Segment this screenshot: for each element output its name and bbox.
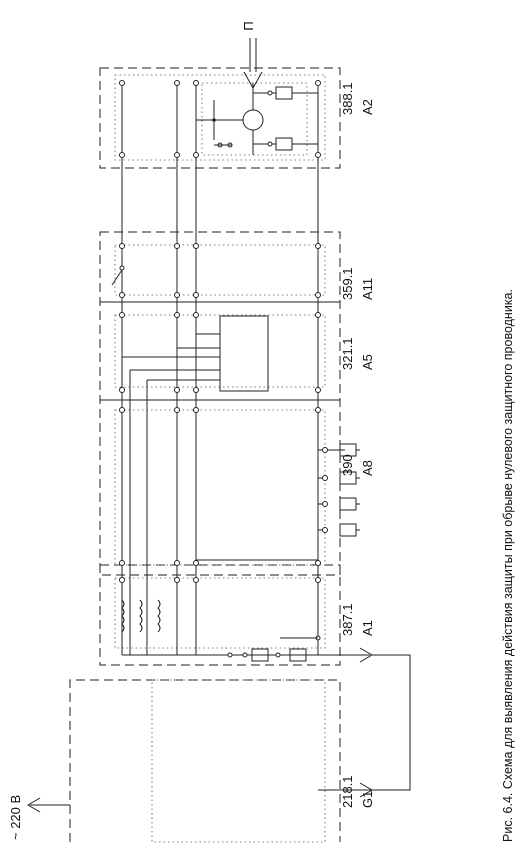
module-name-a1: A1 [360,620,375,636]
connection-nodes [119,80,321,583]
injection-arrow: П [241,21,263,90]
inner-frames [114,74,326,843]
figure-caption: Рис. 6.4. Схема для выявления действия з… [501,289,515,842]
module-code-a1: 387.1 [340,603,355,636]
module-code-g1: 218.1 [340,775,355,808]
a11-switch [111,265,125,286]
module-code-a8: 390 [340,454,355,476]
a5-terminal-block [219,315,269,392]
bus-lines [121,83,319,655]
module-name-g1: G1 [360,791,375,808]
module-labels: 218.1 G1 387.1 A1 390 A8 321.1 A5 359.1 … [340,82,375,808]
external-wiring [27,647,411,813]
module-code-a11: 359.1 [340,267,355,300]
module-code-a5: 321.1 [340,337,355,370]
motor-symbol [242,109,264,131]
module-name-a11: A11 [360,278,375,300]
module-code-a2: 388.1 [340,82,355,115]
module-name-a5: A5 [360,354,375,370]
a1-components [121,599,321,662]
module-name-a8: A8 [360,460,375,476]
supply-voltage-label: ~ 220 В [8,795,23,840]
a8-load-resistors [196,443,360,561]
module-borders [69,67,341,842]
a2-motor-circuit [196,83,318,155]
injection-label: П [241,21,256,30]
module-name-a2: A2 [360,99,375,115]
